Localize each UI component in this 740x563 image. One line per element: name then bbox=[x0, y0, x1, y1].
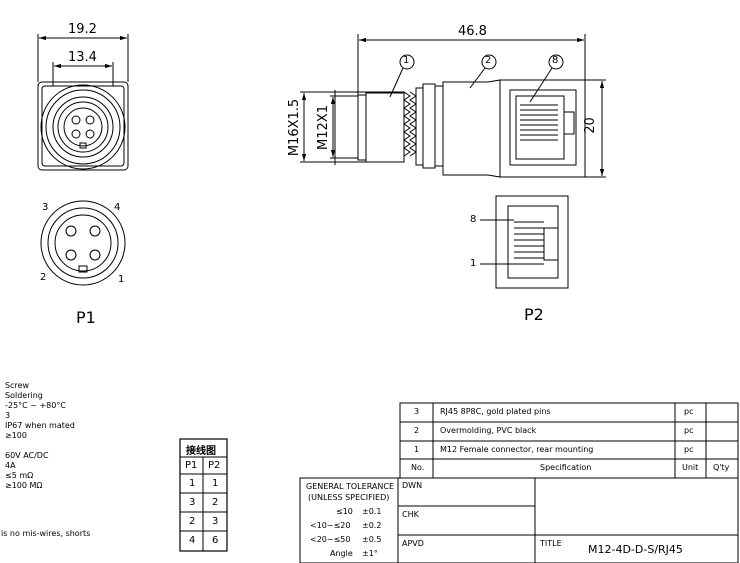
tolerance-value: ±0.5 bbox=[362, 535, 382, 544]
bom-header-unit: Unit bbox=[682, 463, 699, 472]
dim-length: 46.8 bbox=[458, 24, 487, 39]
wiring-cell: 1 bbox=[189, 478, 196, 489]
spec-line: IP67 when mated bbox=[5, 421, 75, 430]
pin-label-1: 1 bbox=[118, 274, 125, 285]
wiring-cell: 3 bbox=[189, 497, 196, 508]
spec-line: 3 bbox=[5, 411, 11, 420]
wiring-cell: 2 bbox=[212, 497, 219, 508]
spec-line: -25°C ~ +80°C bbox=[5, 401, 66, 410]
p2-rj45-view bbox=[480, 195, 569, 289]
wiring-cell: 3 bbox=[212, 516, 219, 527]
rj45-pin-1: 1 bbox=[470, 258, 477, 269]
chk-label: CHK bbox=[402, 510, 419, 519]
tolerance-subtitle: (UNLESS SPECIFIED) bbox=[308, 493, 390, 502]
apvd-label: APVD bbox=[402, 539, 424, 548]
spec-line: Soldering bbox=[5, 391, 43, 400]
bom-unit: pc bbox=[684, 407, 694, 416]
dim-height: 20 bbox=[582, 117, 598, 134]
bom-header-qty: Q'ty bbox=[713, 463, 730, 472]
wiring-cell: 1 bbox=[212, 478, 219, 489]
bom-header-spec: Specification bbox=[540, 463, 592, 472]
wiring-cell: 6 bbox=[212, 535, 219, 546]
dim-p1-inner: 13.4 bbox=[68, 50, 97, 65]
wiring-cell: 4 bbox=[189, 535, 196, 546]
tolerance-value: ±1° bbox=[362, 549, 378, 558]
wiring-header-p1: P1 bbox=[185, 460, 198, 471]
wiring-table-title: 接线图 bbox=[186, 446, 216, 457]
view-label-p1: P1 bbox=[76, 308, 96, 327]
pin-label-2: 2 bbox=[40, 272, 47, 283]
spec-line: ≥100 bbox=[5, 431, 27, 440]
dwn-label: DWN bbox=[402, 481, 423, 490]
bom-no: 3 bbox=[414, 407, 420, 416]
tolerance-range: <20~≤50 bbox=[310, 535, 351, 544]
rj45-pin-8: 8 bbox=[470, 214, 477, 225]
spec-line: ≤5 mΩ bbox=[5, 471, 34, 480]
bom-spec: M12 Female connector, rear mounting bbox=[440, 445, 594, 454]
bom-header-no: No. bbox=[411, 463, 425, 472]
spec-line: ≥100 MΩ bbox=[5, 481, 43, 490]
tolerance-range: <10~≤20 bbox=[310, 521, 351, 530]
p1-front-view bbox=[37, 34, 129, 171]
balloon-8: 8 bbox=[552, 55, 559, 66]
spec-line bbox=[5, 441, 75, 451]
spec-line: 60V AC/DC bbox=[5, 451, 49, 460]
bom-spec: RJ45 8P8C, gold plated pins bbox=[440, 407, 551, 416]
balloon-2: 2 bbox=[485, 55, 492, 66]
p1-pin-view bbox=[40, 200, 126, 286]
tolerance-value: ±0.2 bbox=[362, 521, 382, 530]
dim-thread-minor: M12X1 bbox=[315, 105, 331, 150]
tolerance-title: GENERAL TOLERANCE bbox=[306, 482, 395, 491]
bom-unit: pc bbox=[684, 445, 694, 454]
dim-thread-major: M16X1.5 bbox=[287, 98, 303, 157]
bom-no: 2 bbox=[414, 426, 420, 435]
pin-label-4: 4 bbox=[114, 202, 121, 213]
bom-no: 1 bbox=[414, 445, 420, 454]
tolerance-range: ≤10 bbox=[336, 507, 353, 516]
tolerance-value: ±0.1 bbox=[362, 507, 382, 516]
specs-list: Screw Soldering -25°C ~ +80°C 3 IP67 whe… bbox=[5, 381, 75, 491]
bom-unit: pc bbox=[684, 426, 694, 435]
side-view bbox=[300, 34, 606, 178]
wiring-note: is no mis-wires, shorts bbox=[1, 529, 91, 538]
bom-spec: Overmolding, PVC black bbox=[440, 426, 537, 435]
wiring-header-p2: P2 bbox=[208, 460, 221, 471]
spec-line: 4A bbox=[5, 461, 16, 470]
balloon-1: 1 bbox=[403, 55, 410, 66]
tolerance-range: Angle bbox=[330, 549, 353, 558]
pin-label-3: 3 bbox=[42, 202, 49, 213]
spec-line: Screw bbox=[5, 381, 30, 390]
wiring-cell: 2 bbox=[189, 516, 196, 527]
title-label: TITLE bbox=[540, 539, 562, 548]
dim-p1-outer: 19.2 bbox=[68, 22, 97, 37]
view-label-p2: P2 bbox=[524, 305, 544, 324]
drawing-title: M12-4D-D-S/RJ45 bbox=[588, 543, 683, 556]
